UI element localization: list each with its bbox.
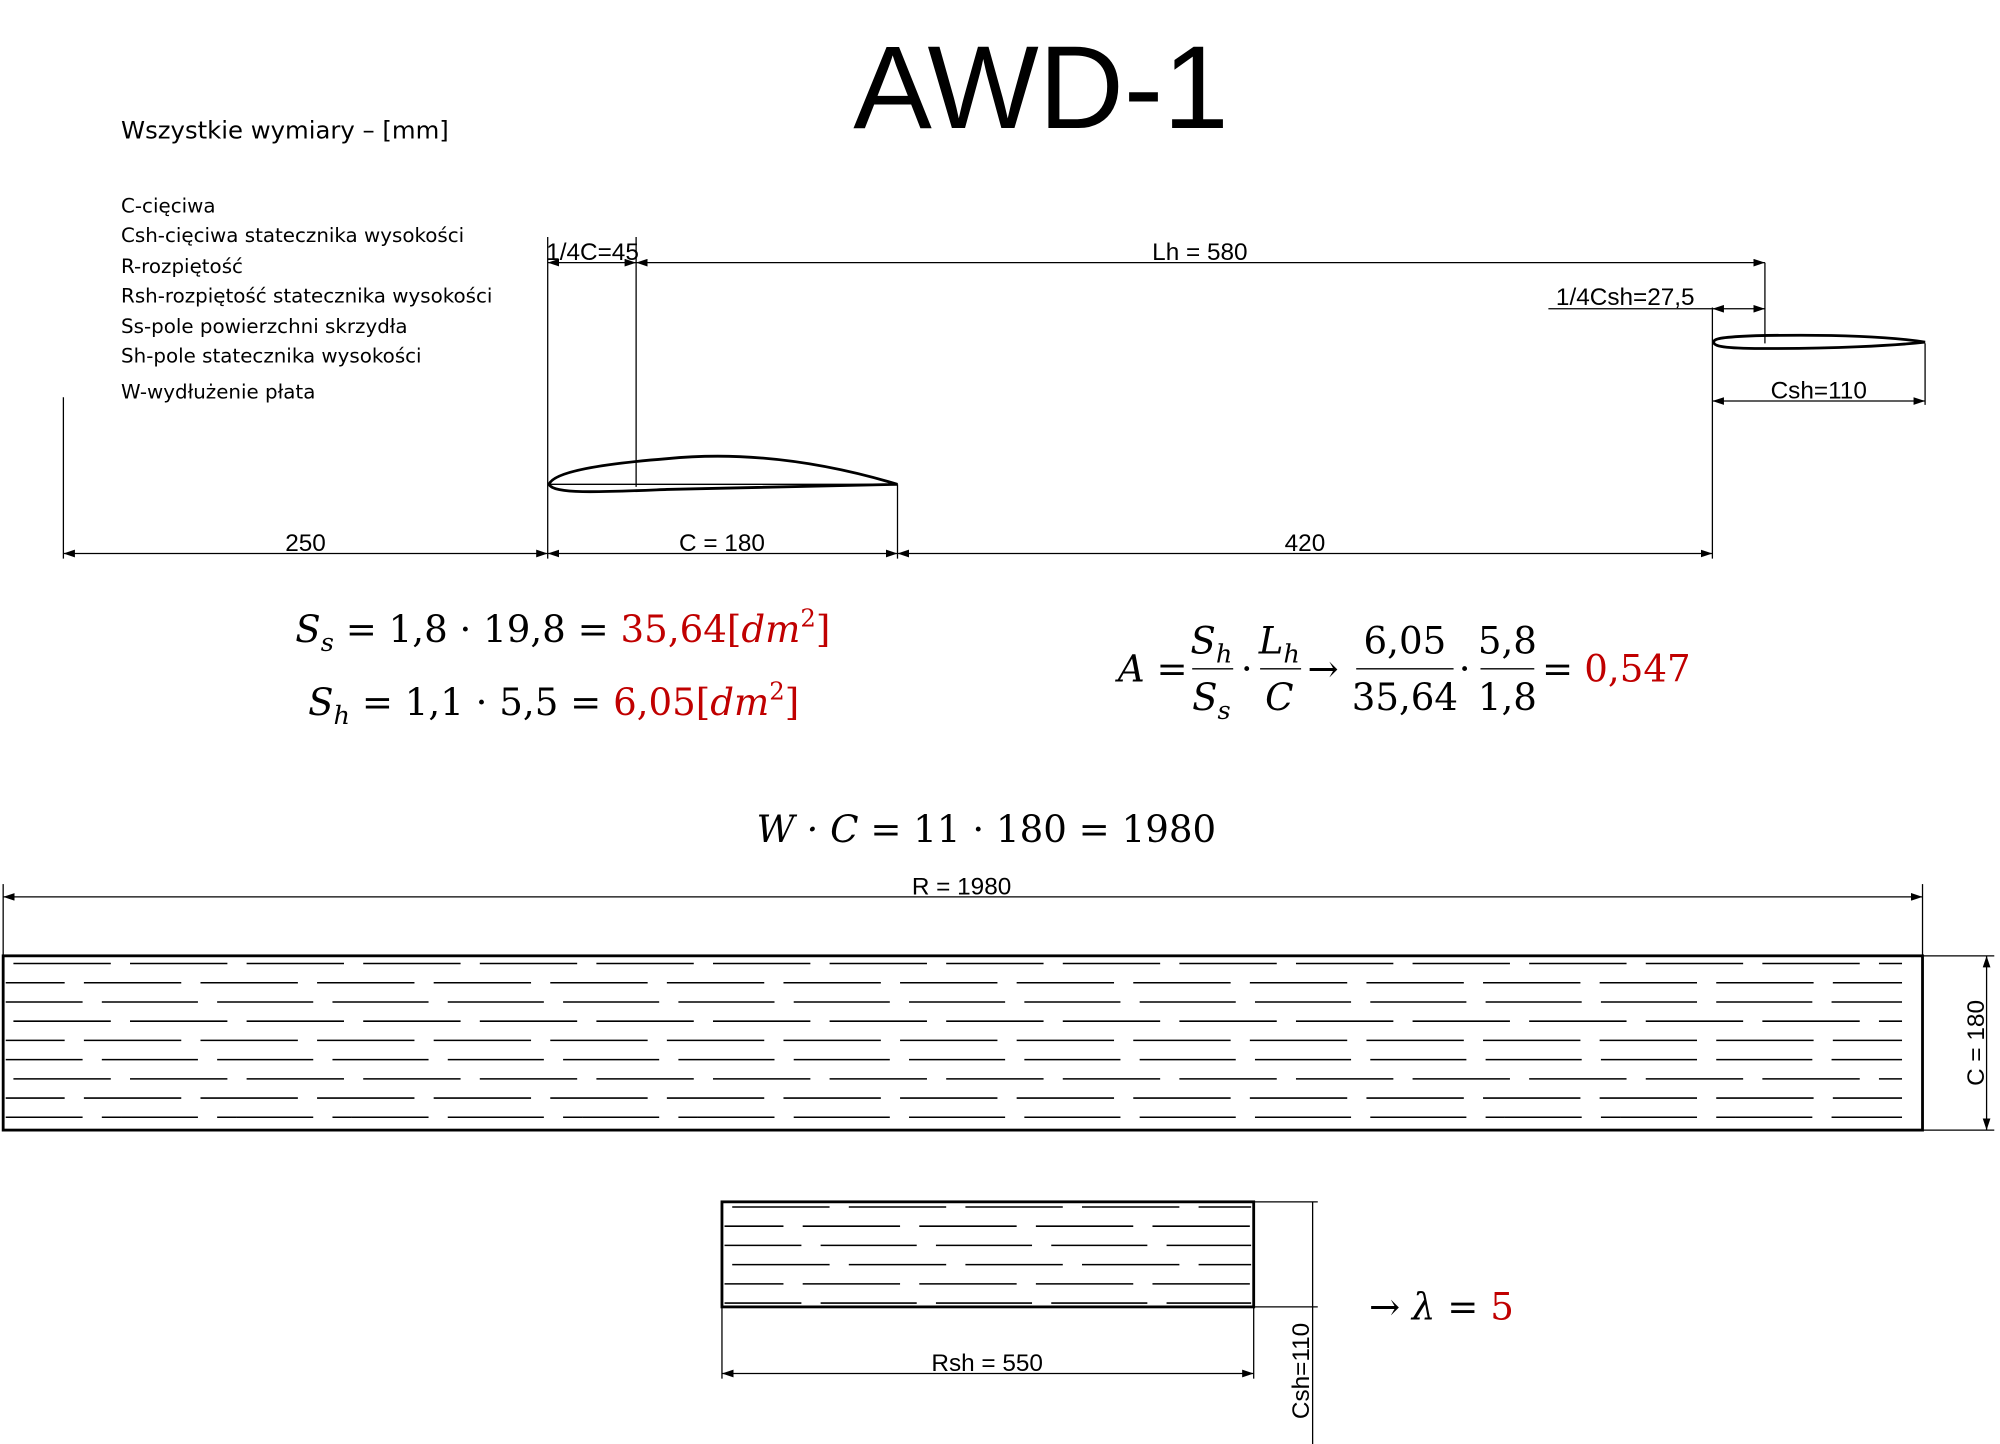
tail-span-label: Rsh = 550 [931,1350,1043,1377]
legend: C-cięciwa Csh-cięciwa statecznika wysoko… [121,195,492,404]
wing-airfoil [547,454,898,494]
svg-text:C: C [1265,676,1293,719]
formula-lambda: → λ = 5 [1369,1286,1514,1329]
legend-item: R-rozpiętość [121,255,243,278]
quarter-chord-label: 1/4C=45 [546,239,639,266]
tail-chord-label: Csh=110 [1771,377,1867,404]
page-title: AWD-1 [853,21,1228,153]
wing-plan-view: R = 1980 C = 180 [1,873,1995,1132]
legend-item: Sh-pole statecznika wysokości [121,345,422,368]
offset-label: 250 [285,530,326,557]
svg-text:=: = [1542,648,1573,691]
legend-item: W-wydłużenie płata [121,380,315,403]
svg-text:Ss: Ss [1192,676,1231,726]
legend-item: Rsh-rozpiętość statecznika wysokości [121,284,492,307]
span-label: R = 1980 [912,873,1011,900]
quarter-tail-chord-label: 1/4Csh=27,5 [1556,284,1695,311]
chord-label: C = 180 [679,530,765,557]
tail-plan-view: Rsh = 550 Csh=110 [720,1200,1318,1444]
formula-ss: Ss = 1,8 · 19,8 = 35,64[dm2] [295,604,830,658]
gap-label: 420 [1285,530,1326,557]
svg-text:0,547: 0,547 [1584,648,1690,691]
tail-chord-plan-label: Csh=110 [1288,1323,1315,1419]
svg-text:6,05: 6,05 [1364,619,1447,662]
svg-text:·: · [1459,648,1471,691]
units-note: Wszystkie wymiary – [mm] [121,115,449,144]
lh-label: Lh = 580 [1152,239,1247,266]
svg-text:A =: A = [1115,648,1188,691]
svg-text:35,64: 35,64 [1352,676,1458,719]
svg-text:Lh: Lh [1258,619,1300,669]
svg-text:·: · [1241,648,1253,691]
legend-item: Csh-cięciwa statecznika wysokości [121,224,464,247]
tail-airfoil [1712,333,1926,350]
svg-text:Sh: Sh [1190,619,1232,669]
svg-text:5,8: 5,8 [1478,619,1537,662]
chord-plan-label: C = 180 [1963,1000,1990,1086]
formula-a: A = Sh Ss · Lh C → 6,05 35,64 · 5,8 1,8 … [1115,619,1691,725]
formula-wc: W · C = 11 · 180 = 1980 [757,808,1217,851]
legend-item: C-cięciwa [121,195,215,218]
svg-text:→: → [1308,648,1339,691]
formula-sh: Sh = 1,1 · 5,5 = 6,05[dm2] [308,677,799,731]
svg-text:1,8: 1,8 [1478,676,1537,719]
side-view: 1/4C=45 Lh = 580 1/4Csh=27,5 Csh=110 250… [62,237,1926,559]
legend-item: Ss-pole powierzchni skrzydła [121,315,408,338]
